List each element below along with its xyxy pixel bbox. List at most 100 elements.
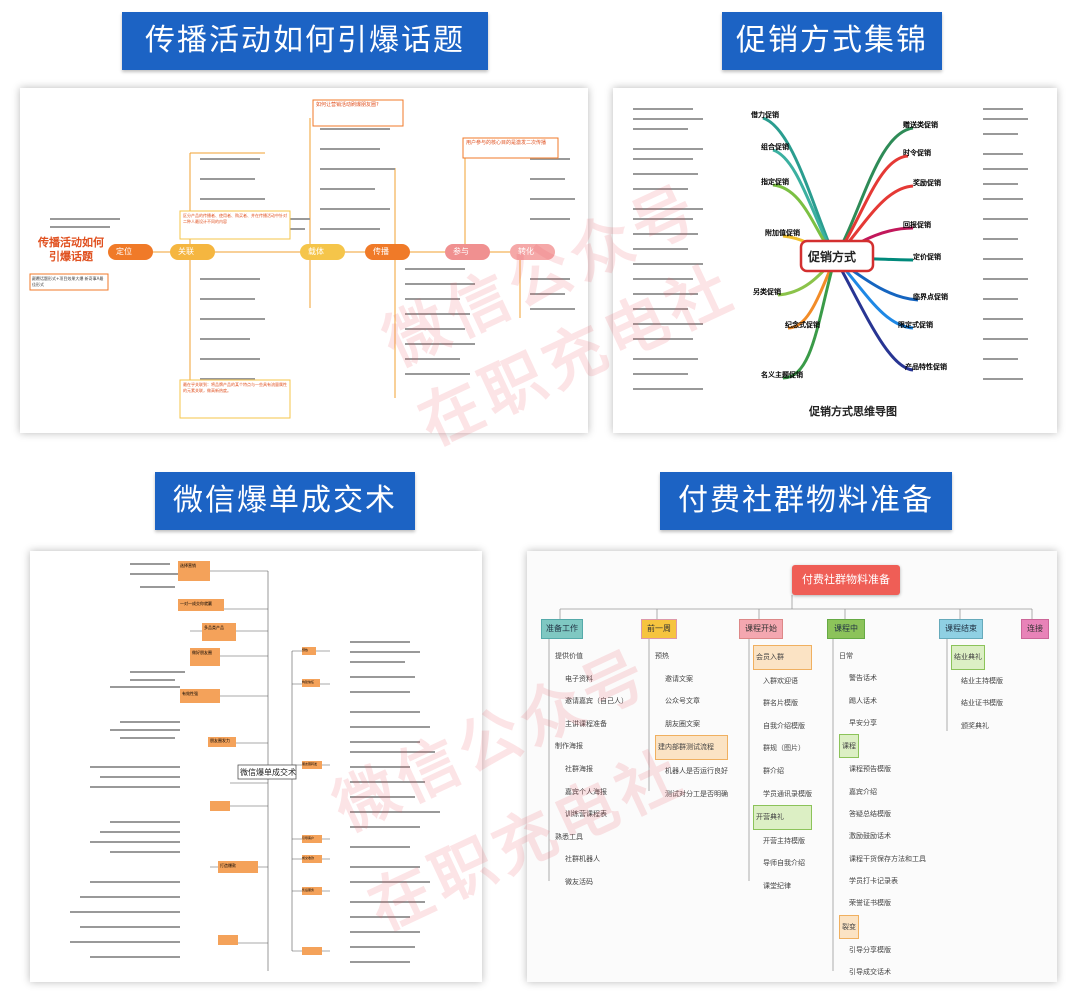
map3-right-6: 售后服务 [302,888,315,892]
week-item: 建内部群测试流程 [655,735,728,760]
prep-item: 主讲课程准备 [565,719,607,728]
stage-label-1: 定位 [116,247,132,256]
map3-left-2: 一对一成交你就赢 [180,601,212,606]
mindmap-community-svg [548,595,1033,971]
week-item: 机器人是否运行良好 [665,766,728,775]
week-item: 测试对分工是否明确 [665,789,728,798]
stage-label-4: 传播 [373,247,389,256]
map1-title-line2: 引爆话题 [49,250,93,263]
map3-right-1: 预热 [302,648,309,652]
map1-callout-bottom: 最在乎关联到：将品牌产品的某个特点与一些具有流量属性的元素关联，做高新热度。 [183,382,287,393]
during-item: 嘉宾介绍 [849,787,877,796]
during-item: 踢人话术 [849,696,877,705]
start-item: 群介绍 [763,766,784,775]
start-item: 开营典礼 [753,805,812,830]
start-item: 群规（图片） [763,744,805,753]
mindmap-propagation-svg [29,99,575,419]
branch-start: 课程开始 [739,619,783,639]
start-item: 会员入群 [753,645,812,670]
map2-left-3: 指定促销 [761,178,789,186]
map3-left-5: 有效性强 [182,691,198,696]
during-item: 课程 [839,734,859,759]
prep-item: 邀请嘉宾（自己人） [565,697,628,706]
prep-item: 社群机器人 [565,855,600,864]
map2-right-4: 回报促销 [903,221,931,229]
title-wechat-deal: 微信爆单成交术 [155,472,415,530]
prep-items: 提供价值 电子资料 邀请嘉宾（自己人） 主讲课程准备 制作海报 社群海报 嘉宾个… [555,645,628,894]
during-item: 引导分享模版 [849,945,891,954]
prep-item: 训练营课程表 [565,810,607,819]
branch-end: 课程结束 [939,619,983,639]
during-item: 日常 [839,652,853,660]
branch-during: 课程中 [827,619,865,639]
stage-nodes [108,244,555,260]
week-item: 朋友圈文案 [665,719,700,728]
end-item: 结业主持模版 [961,676,1003,685]
map2-left-2: 组合促销 [761,143,789,151]
map3-right-3: 朋友圈转发 [302,762,318,766]
map2-right-8: 产品特性促销 [905,363,947,371]
start-item: 课堂纪律 [763,881,791,890]
during-item: 课程预告模版 [849,765,891,774]
map2-left-1: 借力促销 [751,111,779,119]
prep-item: 制作海报 [555,742,583,751]
during-item: 裂变 [839,914,859,939]
map2-right-7: 限定式促销 [898,321,933,329]
during-item: 早安分享 [849,718,877,727]
map2-center: 促销方式 [808,250,857,264]
map2-caption: 促销方式思维导图 [809,405,897,418]
map1-title-line1: 传播活动如何 [38,236,104,249]
title-promotion: 促销方式集锦 [722,12,942,70]
prep-item: 电子资料 [565,674,593,683]
end-item: 结业证书模版 [961,699,1003,708]
prep-item: 提供价值 [555,652,583,660]
prep-item: 熟悉工具 [555,832,583,841]
week-item: 公众号文章 [665,697,700,706]
during-item: 答疑总结模版 [849,810,891,819]
mindmap-wechat-deal-svg [70,561,440,971]
map2-right-2: 时令促销 [903,149,931,157]
map1-note: 颠覆话题形式+项目效果大爆 新奇事A最佳形式 [32,276,104,287]
start-items: 会员入群 入群欢迎语 群名片模版 自我介绍模版 群规（图片） 群介绍 学员通讯录… [753,645,812,898]
during-item: 警告话术 [849,674,877,683]
map2-left-6: 纪念式促销 [785,321,820,329]
mindmap-community: 付费社群物料准备 准备工作 前一周 课程开始 课程中 课程结束 连接 提供价值 … [527,551,1057,982]
branch-prep: 准备工作 [541,619,583,639]
map2-right-6: 临界点促销 [913,293,948,301]
end-item: 颁奖典礼 [961,721,989,730]
map3-left-6: 朋友圈发力 [210,738,230,743]
during-item: 激励鼓励话术 [849,832,891,841]
week-item: 预热 [655,652,669,660]
map3-left-7: 打造爆款 [220,863,236,868]
map3-left-1: 选择营销 [180,563,196,568]
start-item: 导师自我介绍 [763,859,805,868]
during-item: 荣誉证书模版 [849,899,891,908]
map1-title: 传播活动如何 引爆话题 [36,236,106,264]
during-item: 学员打卡记录表 [849,876,898,885]
stage-label-6: 转化 [518,247,534,256]
map2-right-1: 赠送类促销 [903,121,938,129]
prep-item: 微友活码 [565,877,593,886]
map2-right-3: 奖励促销 [913,179,941,187]
start-item: 群名片模版 [763,699,798,708]
branch-connect: 连接 [1021,619,1049,639]
during-items: 日常 警告话术 踢人话术 早安分享 课程 课程预告模版 嘉宾介绍 答疑总结模版 … [839,645,926,982]
start-item: 自我介绍模版 [763,721,805,730]
mindmap-promotion: 促销方式 促销方式思维导图 借力促销 组合促销 指定促销 附加值促销 另类促销 … [613,88,1057,433]
map2-left-5: 另类促销 [753,288,781,296]
start-item: 学员通讯录模版 [763,789,812,798]
mindmap-wechat-deal: 微信爆单成交术 选择营销 一对一成交你就赢 多品类产品 做好朋友圈 有效性强 朋… [30,551,482,982]
during-item: 课程干货保存方法和工具 [849,854,926,863]
prep-item: 嘉宾个人海报 [565,787,607,796]
map3-right-4: 引导客户 [302,836,315,840]
map3-left-3: 多品类产品 [204,625,224,630]
end-items: 结业典礼 结业主持模版 结业证书模版 颁奖典礼 [951,645,1003,737]
branch-week: 前一周 [641,619,677,639]
week-item: 邀请文案 [665,674,693,683]
start-item: 入群欢迎语 [763,676,798,685]
map3-right-2: 构建信任 [302,680,315,684]
stage-label-2: 关联 [178,247,194,256]
map3-center: 微信爆单成交术 [240,768,296,777]
mindmap-promotion-svg [633,108,1028,390]
map2-left-7: 名义主题促销 [761,371,803,379]
